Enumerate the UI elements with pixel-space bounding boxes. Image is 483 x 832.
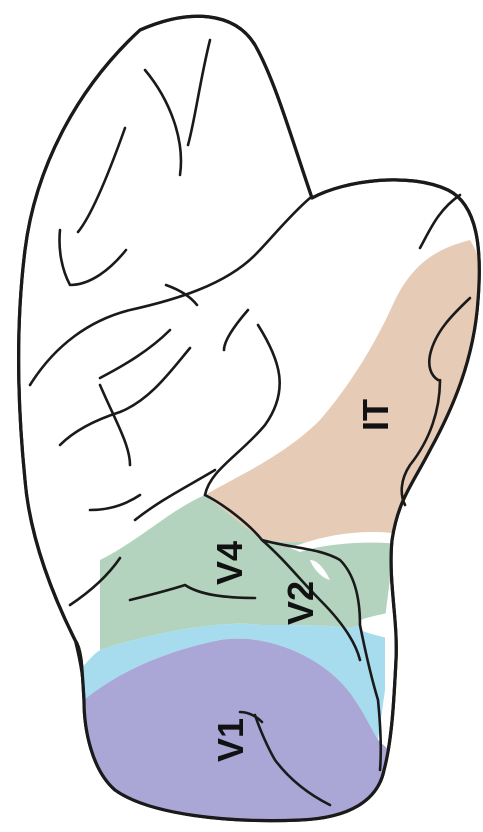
label-v2: V2 — [280, 581, 321, 625]
label-it: IT — [355, 399, 396, 431]
label-v4: V4 — [209, 541, 250, 585]
label-v1: V1 — [210, 718, 251, 762]
